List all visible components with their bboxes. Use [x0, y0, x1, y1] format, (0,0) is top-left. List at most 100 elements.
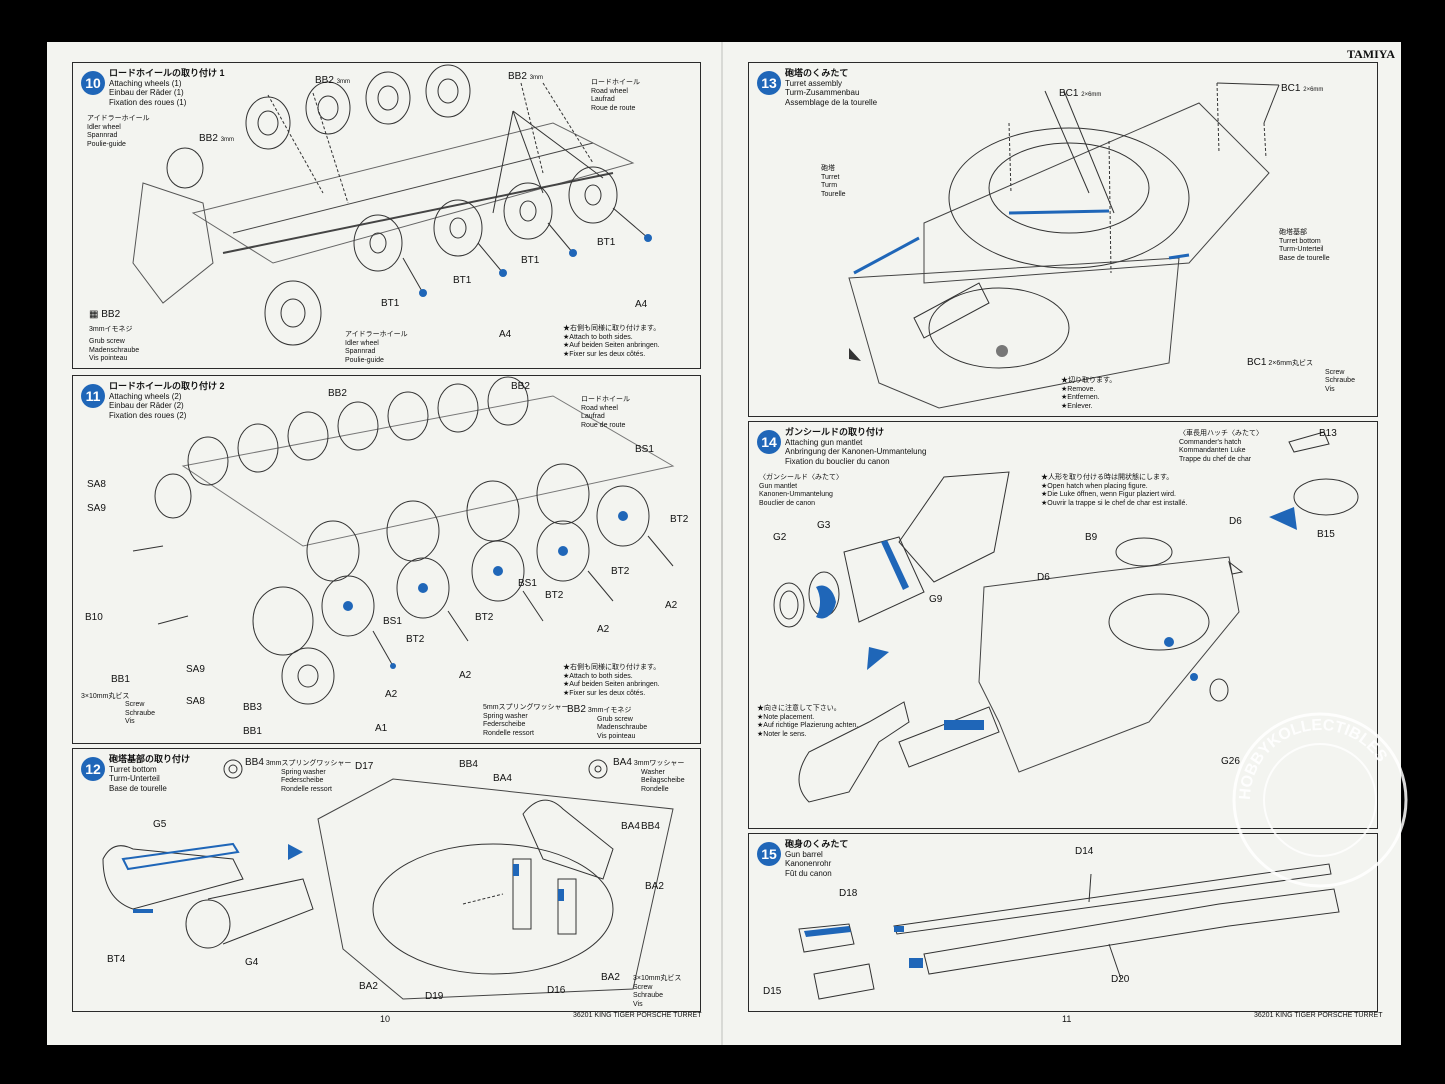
part-label: BT2 [670, 514, 689, 525]
part-label: D6 [1229, 516, 1242, 527]
part-label: B15 [1317, 529, 1335, 540]
part-label: D15 [763, 986, 782, 997]
part-label: D17 [355, 761, 374, 772]
hatch-label: 〈車長用ハッチ〈みたて〉 Commander's hatch Kommandan… [1179, 430, 1263, 463]
part-label: BB2 3mm [199, 133, 235, 144]
part-label: BA4 [493, 773, 512, 784]
part-label: G4 [245, 957, 259, 968]
step-10-panel: 10 ロードホイールの取り付け 1 Attaching wheels (1) E… [72, 62, 701, 369]
part-label: BB4 [641, 821, 660, 832]
part-label: BB2 3mm [508, 71, 544, 82]
wheels-diagram-2 [132, 376, 675, 705]
note-both-sides: ★右側も同様に取り付けます。 ★Attach to both sides. ★A… [563, 664, 661, 697]
part-label: BB2 3mm [315, 75, 351, 86]
part-label: BT2 [611, 566, 630, 577]
idler2-label: アイドラーホイール Idler wheel Spannrad Poulie-gu… [345, 331, 408, 364]
part-label: A2 [459, 670, 472, 681]
part-label: BT1 [381, 298, 400, 309]
part-label: BA2 [359, 981, 378, 992]
part-label: G2 [773, 532, 787, 543]
note-both-sides: ★右側も同様に取り付けます。 ★Attach to both sides. ★A… [563, 325, 661, 358]
part-label: BS1 [635, 444, 654, 455]
note-remove: ★切り取ります。 ★Remove. ★Entfernen. ★Enlever. [1061, 377, 1117, 410]
part-label: BB2 [511, 381, 530, 392]
part-label: BB3 [243, 702, 262, 713]
parts-key-bb4: BB4 3mmスプリングワッシャー Spring washer Federsch… [245, 757, 352, 793]
wheels-diagram [132, 64, 652, 346]
brand-logo: TAMIYA [1346, 47, 1395, 61]
part-label: A2 [665, 600, 678, 611]
step-15-panel: 15 砲身のくみたて Gun barrel Kanonenrohr Fût du… [748, 833, 1378, 1012]
part-label: A2 [597, 624, 610, 635]
part-label: D6 [1037, 572, 1050, 583]
footer-left: 36201 KING TIGER PORSCHE TURRET [573, 1012, 702, 1019]
parts-key-ba2: BA2 [601, 972, 620, 983]
part-label: D20 [1111, 974, 1130, 985]
part-label: D18 [839, 888, 858, 899]
part-label: SA8 [186, 696, 205, 707]
parts-key-bb2: BB2 3mmイモネジ Grub screw Madenschraube Vis… [567, 704, 648, 740]
road-wheel-label: ロードホイール Road wheel Laufrad Roue de route [581, 396, 630, 429]
step-title: ガンシールドの取り付け Attaching gun mantlet Anbrin… [785, 427, 927, 466]
part-label: SA9 [186, 664, 205, 675]
step-title: ロードホイールの取り付け 2 Attaching wheels (2) Einb… [109, 381, 225, 420]
part-label: B13 [1319, 428, 1337, 439]
parts-key-bb3: 5mmスプリングワッシャー Spring washer Federscheibe… [483, 704, 569, 737]
turret-assembly-diagram [848, 82, 1280, 409]
part-label: BB2 [328, 388, 347, 399]
step-14-panel: 14 ガンシールドの取り付け Attaching gun mantlet Anb… [748, 421, 1378, 829]
part-label: B10 [85, 612, 103, 623]
turret-bottom-label: 砲塔基部 Turret bottom Turm-Unterteil Base d… [1279, 229, 1330, 262]
mantlet-label: 〈ガンシールド〈みたて〉 Gun mantlet Kanonen-Ummante… [759, 474, 843, 507]
instruction-sheet: TAMIYA [47, 42, 1401, 1045]
step-number: 13 [757, 71, 781, 95]
part-label: BB1 [243, 726, 262, 737]
part-label: BC1 2×6mm [1281, 83, 1324, 94]
part-label: D14 [1075, 846, 1094, 857]
step-13-panel: 13 砲塔のくみたて Turret assembly Turm-Zusammen… [748, 62, 1378, 417]
parts-key-bb2: ▦ BB2 3mmイモネジ Grub screw Madenschraube V… [89, 309, 140, 363]
turret-bottom-diagram [102, 759, 674, 1000]
step-title: 砲身のくみたて Gun barrel Kanonenrohr Fût du ca… [785, 839, 849, 878]
gun-mantlet-diagram [773, 431, 1359, 803]
part-label: BS1 [383, 616, 402, 627]
part-label: G5 [153, 819, 167, 830]
step-12-panel: 12 砲塔基部の取り付け Turret bottom Turm-Untertei… [72, 748, 701, 1012]
part-label: BT2 [406, 634, 425, 645]
step-title: 砲塔基部の取り付け Turret bottom Turm-Unterteil B… [109, 754, 191, 793]
road-wheel-label: ロードホイール Road wheel Laufrad Roue de route [591, 79, 640, 112]
part-label: A4 [499, 329, 512, 340]
part-label: A1 [375, 723, 388, 734]
part-label: G9 [929, 594, 943, 605]
parts-key-ba2-desc: 3×10mm丸ビス Screw Schraube Vis [633, 975, 682, 1008]
parts-key-bb1: BB1 3×10mm丸ビス Screw Schraube Vis [81, 674, 155, 725]
part-label: BA4 [621, 821, 640, 832]
part-label: BT4 [107, 954, 126, 965]
right-page-number: 11 [1062, 1014, 1072, 1024]
parts-key-ba4: BA4 3mmワッシャー Washer Beilagscheibe Rondel… [613, 757, 685, 793]
left-page-number: 10 [380, 1014, 391, 1024]
step-number: 11 [81, 384, 105, 408]
step-number: 14 [757, 430, 781, 454]
idler-label: アイドラーホイール Idler wheel Spannrad Poulie-gu… [87, 115, 150, 148]
gun-barrel-diagram [798, 863, 1340, 1000]
part-label: SA8 [87, 479, 106, 490]
step-number: 12 [81, 757, 105, 781]
part-label: BT2 [545, 590, 564, 601]
parts-key-bc1: BC1 2×6mm丸ビス Screw Schraube Vis [1247, 357, 1355, 393]
part-label: BT1 [521, 255, 540, 266]
part-label: D16 [547, 985, 566, 996]
step-number: 10 [81, 71, 105, 95]
note-placement: ★向きに注意して下さい。 ★Note placement. ★Auf richt… [757, 705, 859, 738]
footer-right: 36201 KING TIGER PORSCHE TURRET [1254, 1012, 1383, 1019]
part-label: G3 [817, 520, 831, 531]
page-fold [721, 42, 723, 1045]
part-label: D19 [425, 991, 444, 1002]
part-label: SA9 [87, 503, 106, 514]
step-number: 15 [757, 842, 781, 866]
turret-label: 砲塔 Turret Turm Tourelle [821, 165, 846, 198]
step-title: ロードホイールの取り付け 1 Attaching wheels (1) Einb… [109, 68, 225, 107]
part-label: A2 [385, 689, 398, 700]
part-label: B9 [1085, 532, 1098, 543]
part-label: G26 [1221, 756, 1240, 767]
